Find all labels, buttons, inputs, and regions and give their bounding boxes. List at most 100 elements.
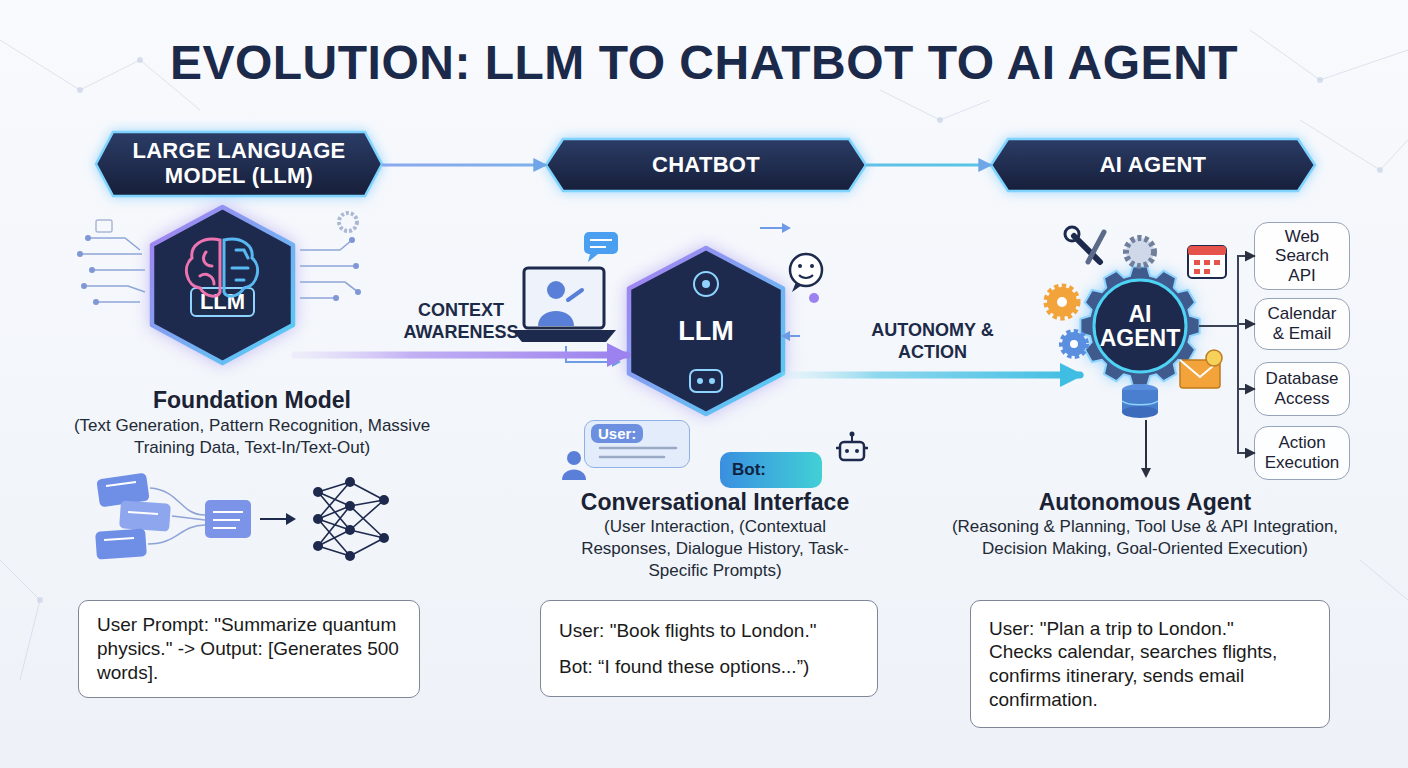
node-text: Database Access (1262, 369, 1342, 408)
laptop-user-icon (588, 254, 598, 262)
training-data-icon (213, 512, 243, 528)
node-text-area: Action Execution (1255, 427, 1349, 479)
training-data-icon (345, 501, 355, 511)
node-text: Bot: “I found these options...”) (559, 655, 859, 679)
gear-core (1094, 280, 1186, 372)
flow-arrowheads (782, 223, 791, 233)
training-data-icon (128, 512, 158, 514)
training-data-icon (150, 488, 205, 515)
hexagon-shape (150, 205, 295, 365)
connector-arrow (867, 164, 990, 167)
circuit-dots (333, 295, 339, 301)
emoji-bubble-icon (809, 293, 819, 303)
training-data-icon (379, 533, 389, 543)
stage-banner: CHATBOT (545, 138, 867, 192)
background-dots (37, 57, 1383, 603)
agent-tools-icons (1088, 232, 1104, 262)
connector-label: AUTONOMY & ACTION (858, 320, 1008, 363)
node-text-area: AI AGENT (990, 138, 1316, 192)
background-lines (880, 90, 990, 120)
node-text: Web Search API (1262, 227, 1342, 286)
laptop-user-icon (512, 330, 616, 342)
example-box: User: "Book flights to London."Bot: “I f… (540, 600, 878, 697)
background-dots (37, 597, 43, 603)
node-text: LLM (190, 287, 255, 317)
connector-arrow (1200, 256, 1254, 326)
agent-tools-icons (1122, 384, 1158, 396)
training-data-icon (106, 482, 136, 486)
agent-tools-icons (1204, 269, 1210, 274)
down-arrow (1145, 420, 1147, 470)
node-text-area: Web Search API (1255, 223, 1349, 289)
bot-icon (836, 447, 868, 450)
llm-hexagon: LLM (627, 246, 785, 416)
laptop-user-icon (538, 311, 574, 326)
node-text-area: LARGE LANGUAGE MODEL (LLM) (95, 131, 383, 197)
agent-tools-icons (1057, 297, 1067, 307)
training-data-icon (345, 551, 355, 561)
training-data-icon (260, 518, 288, 520)
circuit-dots (77, 235, 361, 305)
bubble-text-lines (600, 447, 676, 450)
training-data-icon (313, 514, 323, 524)
bot-bubble: Bot: (720, 452, 822, 488)
flow-arrowheads (612, 223, 791, 367)
training-data-icon (213, 527, 236, 529)
background-dots (1317, 77, 1323, 83)
node-text: Action Execution (1262, 433, 1342, 472)
person-icon (562, 451, 586, 480)
tool-box: Database Access (1254, 362, 1350, 416)
training-data-icon (104, 482, 158, 540)
connector-arrow (295, 352, 627, 359)
agent-gear: AI AGENT (1080, 266, 1200, 386)
node-text-area: User: (585, 421, 689, 467)
training-data-icon (205, 500, 251, 538)
agent-tools-icons (1074, 236, 1100, 262)
training-data-icon (172, 516, 205, 520)
agent-tools-icons (1122, 406, 1158, 418)
agent-tools-icons (1180, 360, 1220, 388)
agent-tools-icons (1047, 287, 1077, 317)
circuit-dots (85, 235, 91, 241)
connector-label: CONTEXT AWARENESS (386, 300, 536, 343)
bot-icon (851, 436, 853, 442)
circuit-dots (89, 267, 95, 273)
agent-tools-icons (1122, 401, 1158, 405)
bubble-text-lines (600, 456, 664, 459)
connector-arrow (1200, 324, 1254, 326)
down-arrow (1141, 420, 1151, 478)
circuit-lines (84, 286, 145, 292)
training-data-icon (345, 477, 355, 487)
training-data-icon (213, 511, 243, 513)
brain-icon (186, 239, 257, 296)
node-text: User: (591, 424, 643, 443)
circuit-lines (80, 253, 142, 255)
person-icon (562, 470, 586, 481)
node-text: AI AGENT (1098, 302, 1182, 350)
training-data-icon (148, 525, 205, 544)
agent-tools-icons (1194, 269, 1200, 274)
tool-box: Calendar & Email (1254, 298, 1350, 350)
agent-tools-icons (1194, 260, 1220, 274)
llm-hexagon: LLM (150, 205, 295, 365)
tool-box: Action Execution (1254, 426, 1350, 480)
down-arrow (1141, 468, 1151, 478)
section-description: (User Interaction, (Contextual Responses… (560, 516, 870, 582)
gear-icon-faint (96, 213, 357, 232)
circuit-lines (300, 265, 356, 267)
emoji-bubble-icon (798, 264, 802, 268)
node-text-area: User: "Plan a trip to London."Checks cal… (971, 601, 1329, 727)
node-text-area: Calendar & Email (1255, 299, 1349, 349)
user-bubble: User: (584, 420, 690, 468)
agent-tools-icons (1126, 238, 1154, 266)
agent-tools-icons (1204, 260, 1210, 265)
laptop-user-icon (512, 232, 618, 342)
background-lines (0, 560, 40, 680)
node-text-area: Bot: (720, 452, 822, 488)
flow-arrows (566, 346, 612, 362)
training-data-icon (313, 487, 323, 497)
example-box: User Prompt: "Summarize quantum physics.… (78, 600, 420, 698)
person-icon (567, 451, 581, 465)
brain-icon (186, 239, 220, 296)
